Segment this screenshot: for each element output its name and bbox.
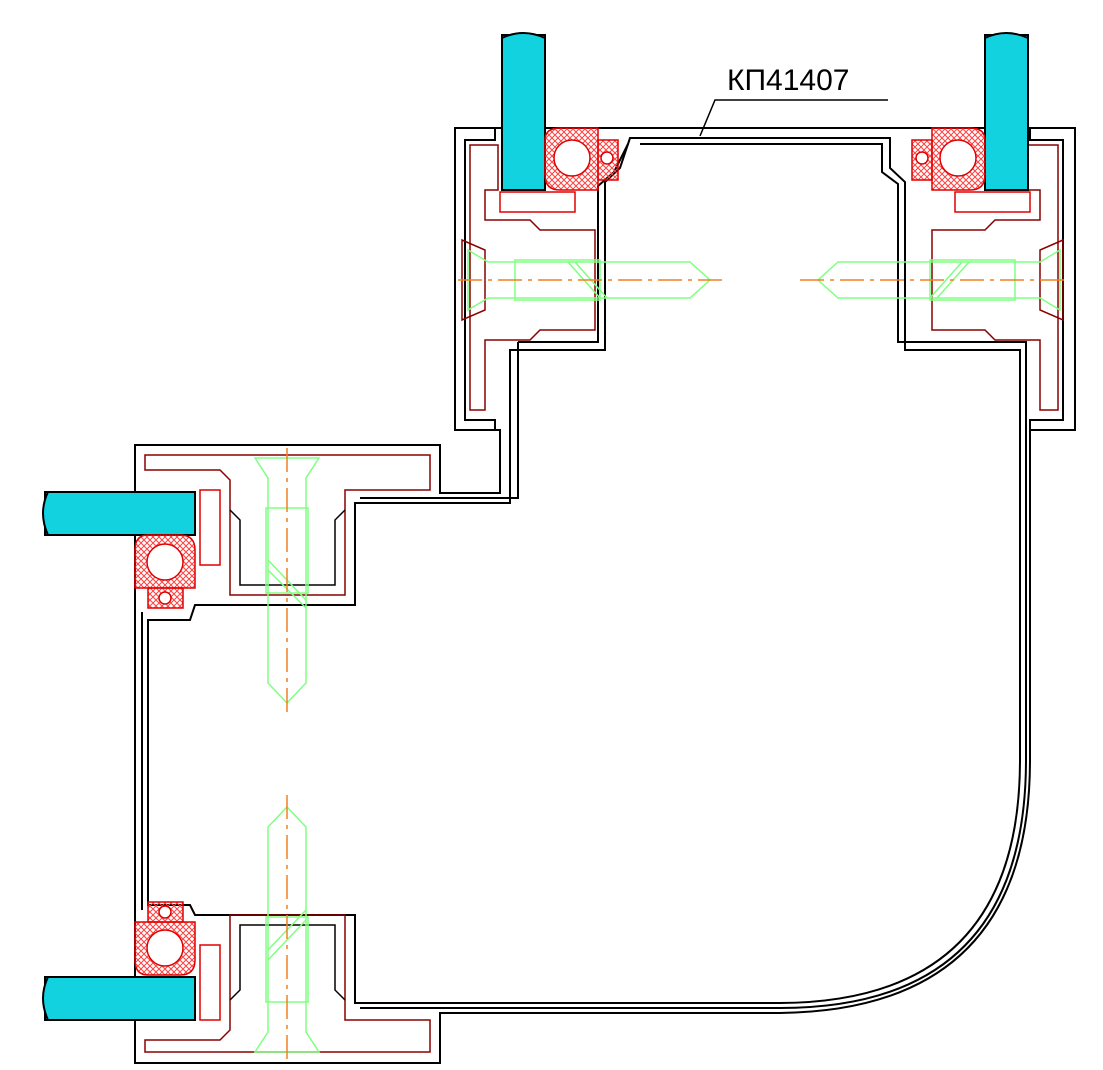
node-bottom-left xyxy=(42,795,431,1060)
glass-panel-bottom-left xyxy=(44,976,196,1021)
node-top-right xyxy=(800,32,1076,431)
glass-panel-top-right xyxy=(984,34,1029,191)
main-profile-inner xyxy=(147,137,1021,1004)
gasket-top-right xyxy=(911,127,986,191)
main-profile-wall xyxy=(360,143,1027,1009)
main-profile xyxy=(134,127,1076,1064)
gasket-bottom-left xyxy=(134,901,196,976)
node-top-left xyxy=(454,32,725,431)
glass-panel-middle-left xyxy=(44,491,196,536)
gasket-middle-left xyxy=(134,534,196,609)
callout: КП41407 xyxy=(699,64,888,137)
leader-line xyxy=(699,99,888,137)
gasket-top-left xyxy=(544,127,619,191)
node-middle-left xyxy=(42,448,431,718)
glass-panel-top-left xyxy=(501,34,546,191)
main-profile-outer xyxy=(134,127,1076,1064)
profile-label: КП41407 xyxy=(727,64,849,97)
